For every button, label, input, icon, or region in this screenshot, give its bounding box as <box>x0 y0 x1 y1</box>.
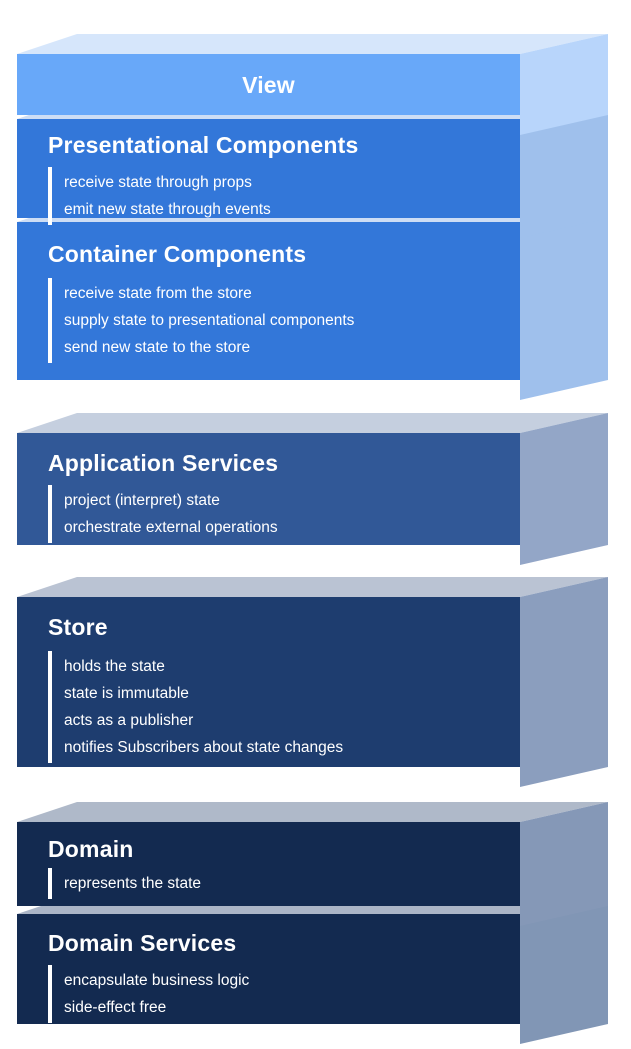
layer-title: Presentational Components <box>48 132 359 158</box>
layer-view-front-face: View <box>17 54 520 115</box>
bullet-item: state is immutable <box>64 685 189 702</box>
bullet-item: encapsulate business logic <box>64 972 250 989</box>
bullet-item: notifies Subscribers about state changes <box>64 739 344 756</box>
layer-title: Store <box>48 614 108 640</box>
layer-view-top-face <box>17 34 608 54</box>
bullet-item: orchestrate external operations <box>64 519 278 536</box>
layer-bullet-list: holds the state state is immutable acts as… <box>48 651 510 763</box>
layer-store-side-face <box>520 577 608 787</box>
layer-domain-front-face: Domain represents the state <box>17 822 520 906</box>
layer-application-top-face <box>17 413 608 433</box>
layer-application-side-face <box>520 413 608 565</box>
layer-bullet-list: encapsulate business logic side-effect fr… <box>48 965 510 1023</box>
bullet-item: emit new state through events <box>64 201 271 218</box>
layer-domain-services-front-face: Domain Services encapsulate business log… <box>17 914 520 1024</box>
layer-presentational-front-face: Presentational Components receive state … <box>17 119 520 225</box>
layer-title: View <box>242 71 295 98</box>
layer-title: Application Services <box>48 450 279 476</box>
bullet-item: project (interpret) state <box>64 492 220 509</box>
layer-bullet-list: receive state from the store supply state… <box>48 278 510 363</box>
layer-container-front-face: Container Components receive state from … <box>17 222 520 380</box>
layer-title: Domain Services <box>48 930 237 956</box>
bullet-item: send new state to the store <box>64 339 251 356</box>
bullet-item: receive state from the store <box>64 285 252 302</box>
layer-title: Domain <box>48 836 134 862</box>
layer-title: Container Components <box>48 241 307 267</box>
bullet-item: supply state to presentational component… <box>64 312 355 329</box>
bullet-item: side-effect free <box>64 999 167 1016</box>
layer-store-front-face: Store holds the state state is immutable a… <box>17 597 520 767</box>
bullet-item: represents the state <box>64 875 201 892</box>
layer-bullet-list: receive state through props emit new stat… <box>48 167 510 225</box>
layer-view-side-face <box>520 34 608 135</box>
layer-bullet-list: represents the state <box>48 868 510 899</box>
layer-store-top-face <box>17 577 608 597</box>
layer-container-side-face <box>520 202 608 400</box>
bullet-item: holds the state <box>64 658 165 675</box>
bullet-item: acts as a publisher <box>64 712 194 729</box>
layer-domain-side-face <box>520 802 608 926</box>
layer-domain-top-face <box>17 802 608 822</box>
layer-application-front-face: Application Services project (interpret)… <box>17 433 520 545</box>
layer-bullet-list: project (interpret) state orchestrate ext… <box>48 485 510 543</box>
bullet-item: receive state through props <box>64 174 252 191</box>
